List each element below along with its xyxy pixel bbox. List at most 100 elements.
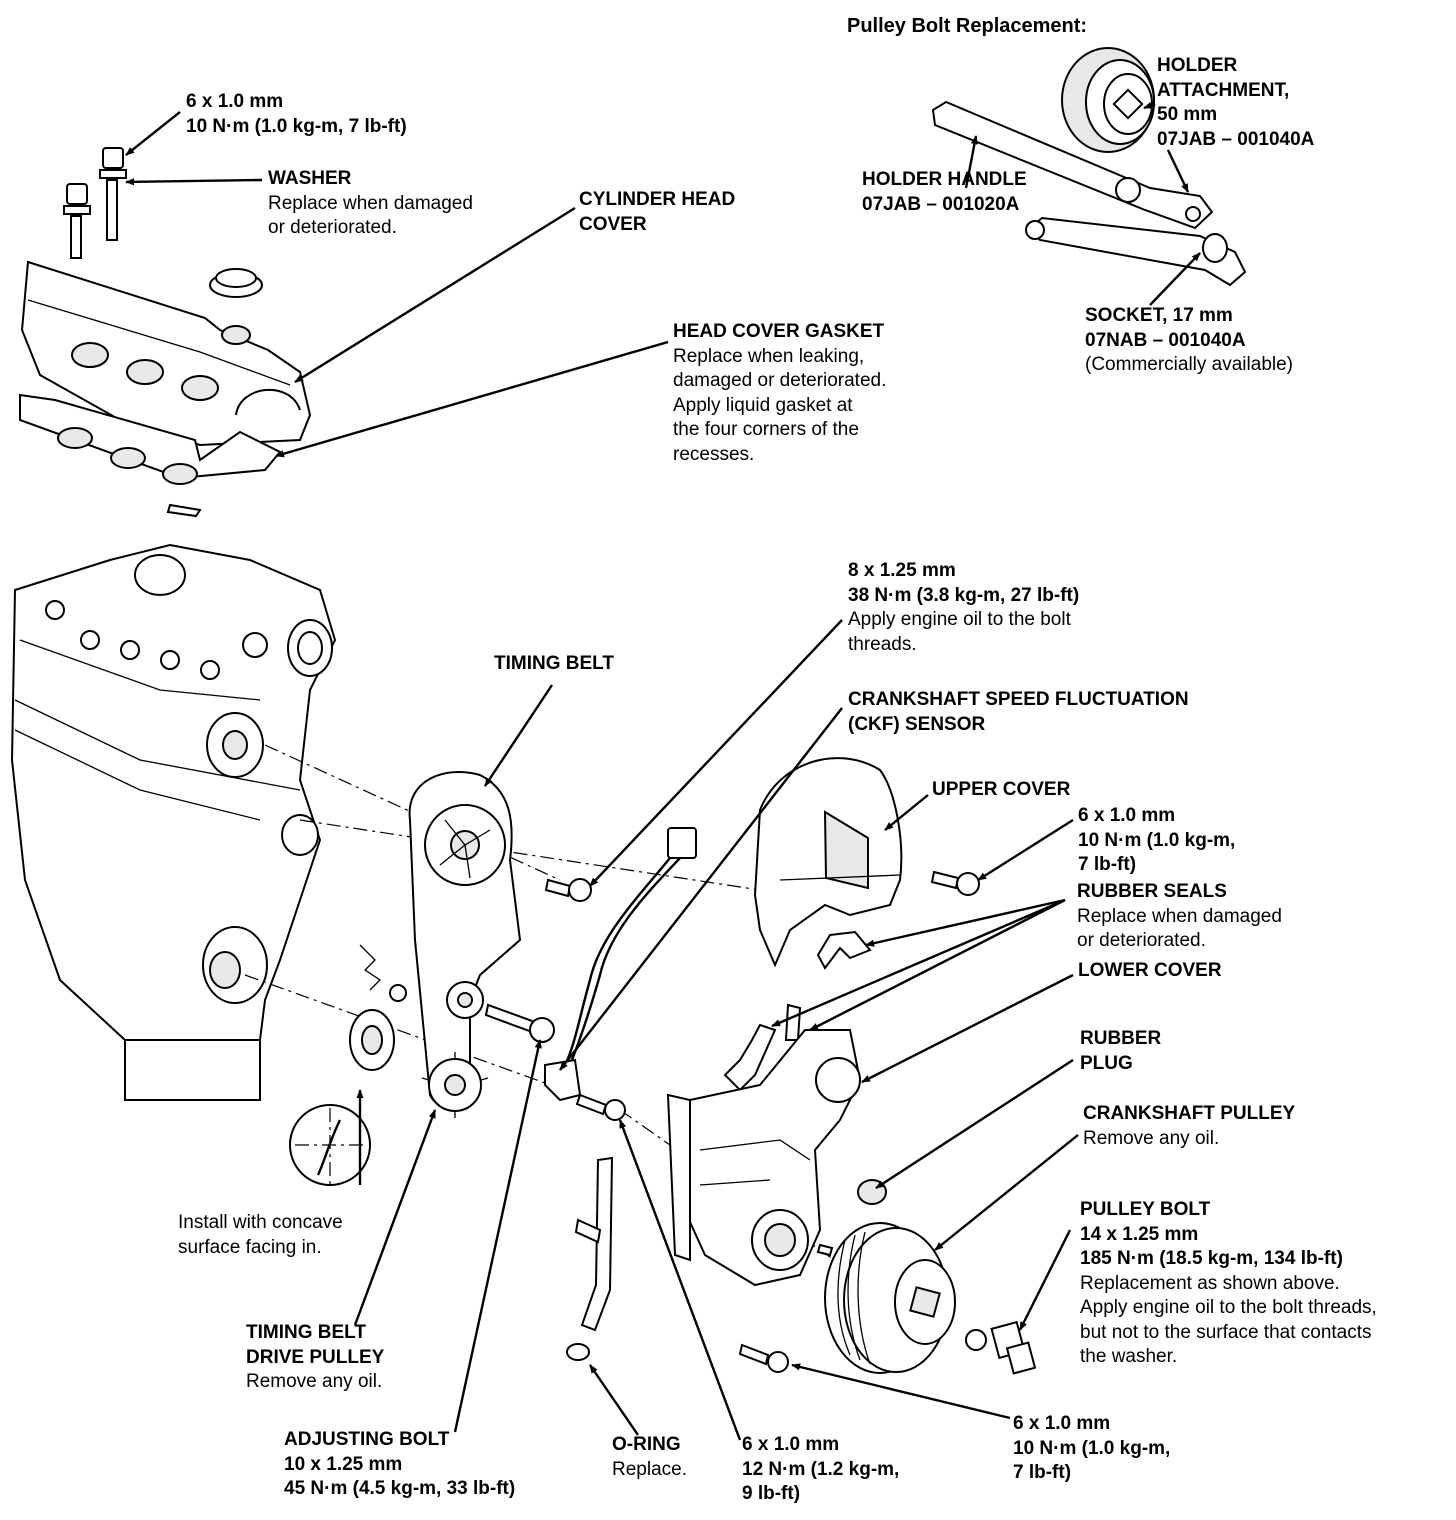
rubber-seals-name: RUBBER SEALS — [1077, 881, 1227, 902]
rubber-plug-label: RUBBER PLUG — [1080, 1027, 1161, 1076]
drive-pulley-illustration — [421, 1052, 489, 1118]
cylinder-head-cover-label: CYLINDER HEAD COVER — [579, 188, 735, 237]
lower-cover-label: LOWER COVER — [1078, 959, 1222, 984]
drive-pulley-label: TIMING BELT DRIVE PULLEY Remove any oil. — [246, 1321, 384, 1395]
rubber-seals-note-1: Replace when damaged — [1077, 905, 1282, 927]
rubber-seals-label: RUBBER SEALS Replace when damaged or det… — [1077, 880, 1282, 954]
ckf-bolt-torque: 38 N·m (3.8 kg-m, 27 lb-ft) — [848, 584, 1080, 606]
upper-cover-bolt-torque-1: 10 N·m (1.0 kg-m, — [1078, 829, 1236, 851]
crankshaft-pulley-note: Remove any oil. — [1083, 1127, 1220, 1149]
pulley-bolt-replacement-title: Pulley Bolt Replacement: — [847, 14, 1087, 39]
lower-cover-bolt-spec: 6 x 1.0 mm — [1013, 1413, 1111, 1434]
timing-belt-name: TIMING BELT — [494, 653, 614, 674]
socket-line-2: 07NAB – 001040A — [1085, 329, 1246, 351]
drive-pulley-line-2: DRIVE PULLEY — [246, 1346, 385, 1368]
top-bolt-torque: 10 N·m (1.0 kg-m, 7 lb-ft) — [186, 115, 407, 137]
head-cover-gasket-name: HEAD COVER GASKET — [673, 321, 885, 342]
upper-cover-name: UPPER COVER — [932, 779, 1071, 800]
o-ring-name: O-RING — [612, 1434, 681, 1455]
upper-cover-bolt-spec: 6 x 1.0 mm — [1078, 805, 1176, 826]
ckf-bolt-spec: 8 x 1.25 mm — [848, 560, 956, 581]
concave-detail-circle — [289, 1104, 371, 1186]
upper-cover-label: UPPER COVER — [932, 778, 1070, 803]
top-bolts-illustration — [63, 147, 127, 259]
title-text: Pulley Bolt Replacement: — [847, 15, 1088, 37]
engine-block-illustration — [10, 543, 337, 1102]
dipstick-bolt-label: 6 x 1.0 mm 12 N·m (1.2 kg-m, 9 lb-ft) — [742, 1433, 899, 1507]
ckf-sensor-label: CRANKSHAFT SPEED FLUCTUATION (CKF) SENSO… — [848, 688, 1189, 737]
ckf-bolt-note-1: Apply engine oil to the bolt — [848, 609, 1071, 630]
head-cover-gasket-illustration — [19, 393, 282, 518]
cylinder-head-cover-illustration — [20, 260, 312, 447]
head-cover-gasket-note-5: recesses. — [673, 443, 755, 465]
concave-note-2: surface facing in. — [178, 1236, 322, 1258]
socket-line-1: SOCKET, 17 mm — [1085, 305, 1233, 326]
adjusting-bolt-spec: 10 x 1.25 mm — [284, 1453, 403, 1475]
ckf-sensor-illustration — [544, 827, 697, 1102]
lower-cover-bolt-label: 6 x 1.0 mm 10 N·m (1.0 kg-m, 7 lb-ft) — [1013, 1412, 1170, 1486]
pulley-bolt-name: PULLEY BOLT — [1080, 1199, 1211, 1220]
rubber-seals-illustration — [723, 930, 872, 1092]
tensioner-illustration — [359, 944, 484, 1019]
lower-cover-bolt-illustration — [738, 1343, 789, 1373]
head-cover-gasket-note-1: Replace when leaking, — [673, 345, 865, 367]
pulley-bolt-note-1: Replacement as shown above. — [1080, 1272, 1340, 1294]
ckf-bolt-illustration — [544, 878, 592, 902]
leader-arrows — [125, 101, 1201, 1441]
upper-cover-bolt-label: 6 x 1.0 mm 10 N·m (1.0 kg-m, 7 lb-ft) — [1078, 804, 1235, 878]
holder-attachment-line-1: HOLDER — [1157, 55, 1238, 76]
belt-guide-plate-illustration — [349, 1009, 395, 1071]
concave-note-label: Install with concave surface facing in. — [178, 1211, 343, 1260]
adjusting-bolt-illustration — [484, 1003, 555, 1043]
crankshaft-pulley-name: CRANKSHAFT PULLEY — [1083, 1103, 1296, 1124]
socket-illustration — [1025, 216, 1247, 287]
o-ring-label: O-RING Replace. — [612, 1433, 687, 1482]
holder-handle-line-1: HOLDER HANDLE — [862, 169, 1027, 190]
lower-cover-bolt-torque-1: 10 N·m (1.0 kg-m, — [1013, 1437, 1171, 1459]
pulley-bolt-label: PULLEY BOLT 14 x 1.25 mm 185 N·m (18.5 k… — [1080, 1198, 1377, 1370]
o-ring-note: Replace. — [612, 1458, 687, 1480]
pulley-bolt-spec: 14 x 1.25 mm — [1080, 1223, 1199, 1245]
timing-belt-illustration — [408, 771, 522, 1108]
adjusting-bolt-name: ADJUSTING BOLT — [284, 1429, 450, 1450]
holder-attachment-line-4: 07JAB – 001040A — [1157, 128, 1315, 150]
crankshaft-pulley-label: CRANKSHAFT PULLEY Remove any oil. — [1083, 1102, 1295, 1151]
holder-attachment-line-2: ATTACHMENT, — [1157, 79, 1290, 101]
dipstick-tube-illustration — [566, 1156, 614, 1361]
washer-label: WASHER Replace when damaged or deteriora… — [268, 167, 473, 241]
holder-attachment-illustration — [1061, 47, 1155, 153]
dipstick-bolt-illustration — [575, 1093, 626, 1121]
socket-label: SOCKET, 17 mm 07NAB – 001040A (Commercia… — [1085, 304, 1293, 378]
socket-line-3: (Commercially available) — [1085, 354, 1293, 375]
top-bolt-spec: 6 x 1.0 mm — [186, 91, 284, 112]
upper-cover-bolt-torque-2: 7 lb-ft) — [1078, 854, 1137, 875]
holder-handle-illustration — [931, 100, 1214, 230]
holder-attachment-line-3: 50 mm — [1157, 104, 1218, 125]
crankshaft-pulley-illustration — [816, 1222, 956, 1374]
cylinder-head-cover-line-1: CYLINDER HEAD — [579, 189, 736, 210]
head-cover-gasket-label: HEAD COVER GASKET Replace when leaking, … — [673, 320, 886, 467]
pulley-bolt-torque: 185 N·m (18.5 kg-m, 134 lb-ft) — [1080, 1248, 1343, 1269]
ckf-sensor-line-1: CRANKSHAFT SPEED FLUCTUATION — [848, 689, 1189, 710]
washer-note-2: or deteriorated. — [268, 217, 397, 238]
holder-attachment-label: HOLDER ATTACHMENT, 50 mm 07JAB – 001040A — [1157, 54, 1314, 152]
upper-cover-illustration — [753, 757, 903, 968]
ckf-bolt-note-2: threads. — [848, 633, 917, 655]
washer-name: WASHER — [268, 168, 352, 189]
cylinder-head-cover-line-2: COVER — [579, 213, 647, 235]
lower-cover-illustration — [666, 1029, 862, 1287]
pulley-bolt-note-2: Apply engine oil to the bolt threads, — [1080, 1297, 1377, 1318]
pulley-bolt-illustration — [965, 1320, 1037, 1375]
dipstick-bolt-torque-1: 12 N·m (1.2 kg-m, — [742, 1458, 900, 1480]
ckf-sensor-line-2: (CKF) SENSOR — [848, 713, 986, 735]
top-bolt-label: 6 x 1.0 mm 10 N·m (1.0 kg-m, 7 lb-ft) — [186, 90, 407, 139]
lower-cover-bolt-torque-2: 7 lb-ft) — [1013, 1462, 1072, 1483]
washer-note-1: Replace when damaged — [268, 192, 473, 214]
holder-handle-label: HOLDER HANDLE 07JAB – 001020A — [862, 168, 1027, 217]
head-cover-gasket-note-4: the four corners of the — [673, 419, 859, 440]
head-cover-gasket-note-2: damaged or deteriorated. — [673, 370, 887, 391]
dipstick-bolt-torque-2: 9 lb-ft) — [742, 1483, 801, 1504]
ckf-bolt-label: 8 x 1.25 mm 38 N·m (3.8 kg-m, 27 lb-ft) … — [848, 559, 1079, 657]
rubber-plug-line-2: PLUG — [1080, 1052, 1133, 1074]
